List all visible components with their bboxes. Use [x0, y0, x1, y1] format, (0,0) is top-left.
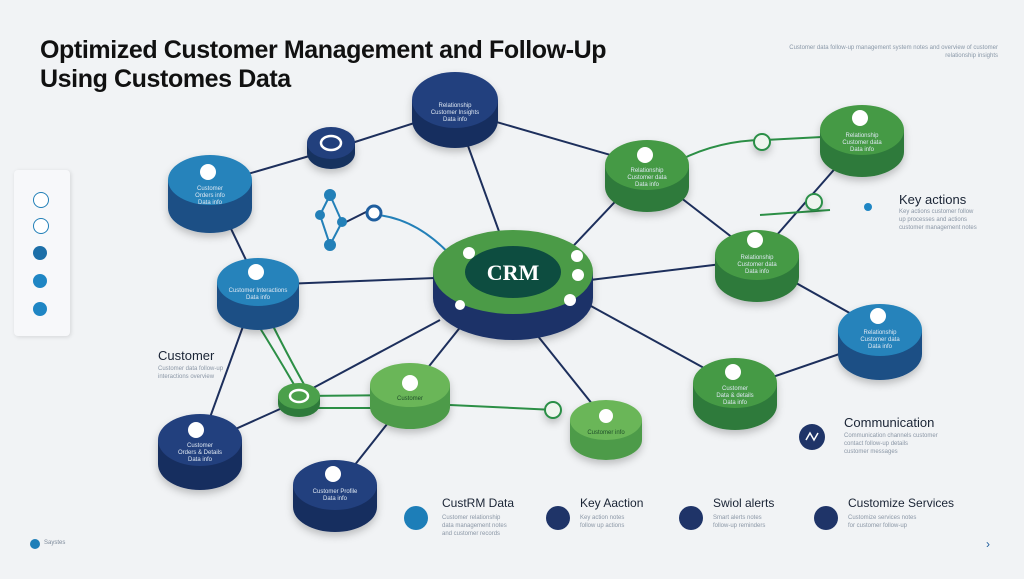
communication-note: Communication channels customer contact …: [844, 433, 938, 455]
footer-text: Saystes: [44, 540, 66, 546]
node-left-upper[interactable]: [168, 155, 252, 233]
node-blue-right[interactable]: [838, 304, 922, 380]
node-left-low[interactable]: [158, 414, 242, 490]
user-icon: [546, 506, 570, 530]
node-left-mid[interactable]: [217, 258, 299, 330]
key-actions-label: Key actions: [899, 192, 967, 207]
node-green-right-low[interactable]: [693, 358, 777, 430]
home-icon: [404, 506, 428, 530]
sidebar-dot-1[interactable]: [33, 192, 49, 208]
footer-dot-icon: [30, 539, 40, 549]
node-green-ring[interactable]: [278, 383, 320, 417]
node-green-bottom2[interactable]: [544, 400, 642, 460]
page-title: Optimized Customer Management and Follow…: [40, 36, 607, 93]
node-top[interactable]: [412, 72, 498, 148]
communication-label: Communication: [844, 415, 935, 430]
key-actions-note: Key actions customer follow up processes…: [899, 209, 977, 231]
crm-hub[interactable]: [433, 230, 593, 340]
node-bottom-mid[interactable]: [293, 460, 377, 532]
sidebar: [14, 170, 70, 336]
header-note: Customer data follow-up management syste…: [789, 45, 998, 59]
node-green-right-mid[interactable]: [715, 230, 799, 302]
sidebar-dot-3[interactable]: [33, 246, 47, 260]
customer-label: Customer: [158, 348, 215, 363]
node-ring[interactable]: [307, 127, 355, 169]
services-icon: [814, 506, 838, 530]
svg-text:Customer: Customer: [397, 396, 423, 402]
sidebar-dot-4[interactable]: [33, 274, 47, 288]
next-arrow-icon[interactable]: ›: [986, 537, 990, 551]
node-green-upper[interactable]: [605, 140, 689, 212]
sidebar-dot-5[interactable]: [33, 302, 47, 316]
customer-note: Customer data follow-up interactions ove…: [158, 366, 224, 380]
crm-label: CRM: [487, 260, 540, 285]
node-green-bottom[interactable]: [370, 363, 450, 429]
node-green-top-right[interactable]: [753, 105, 904, 211]
svg-text:Customer info: Customer info: [587, 430, 625, 436]
alert-icon: [679, 506, 703, 530]
sidebar-dot-2[interactable]: [33, 218, 49, 234]
